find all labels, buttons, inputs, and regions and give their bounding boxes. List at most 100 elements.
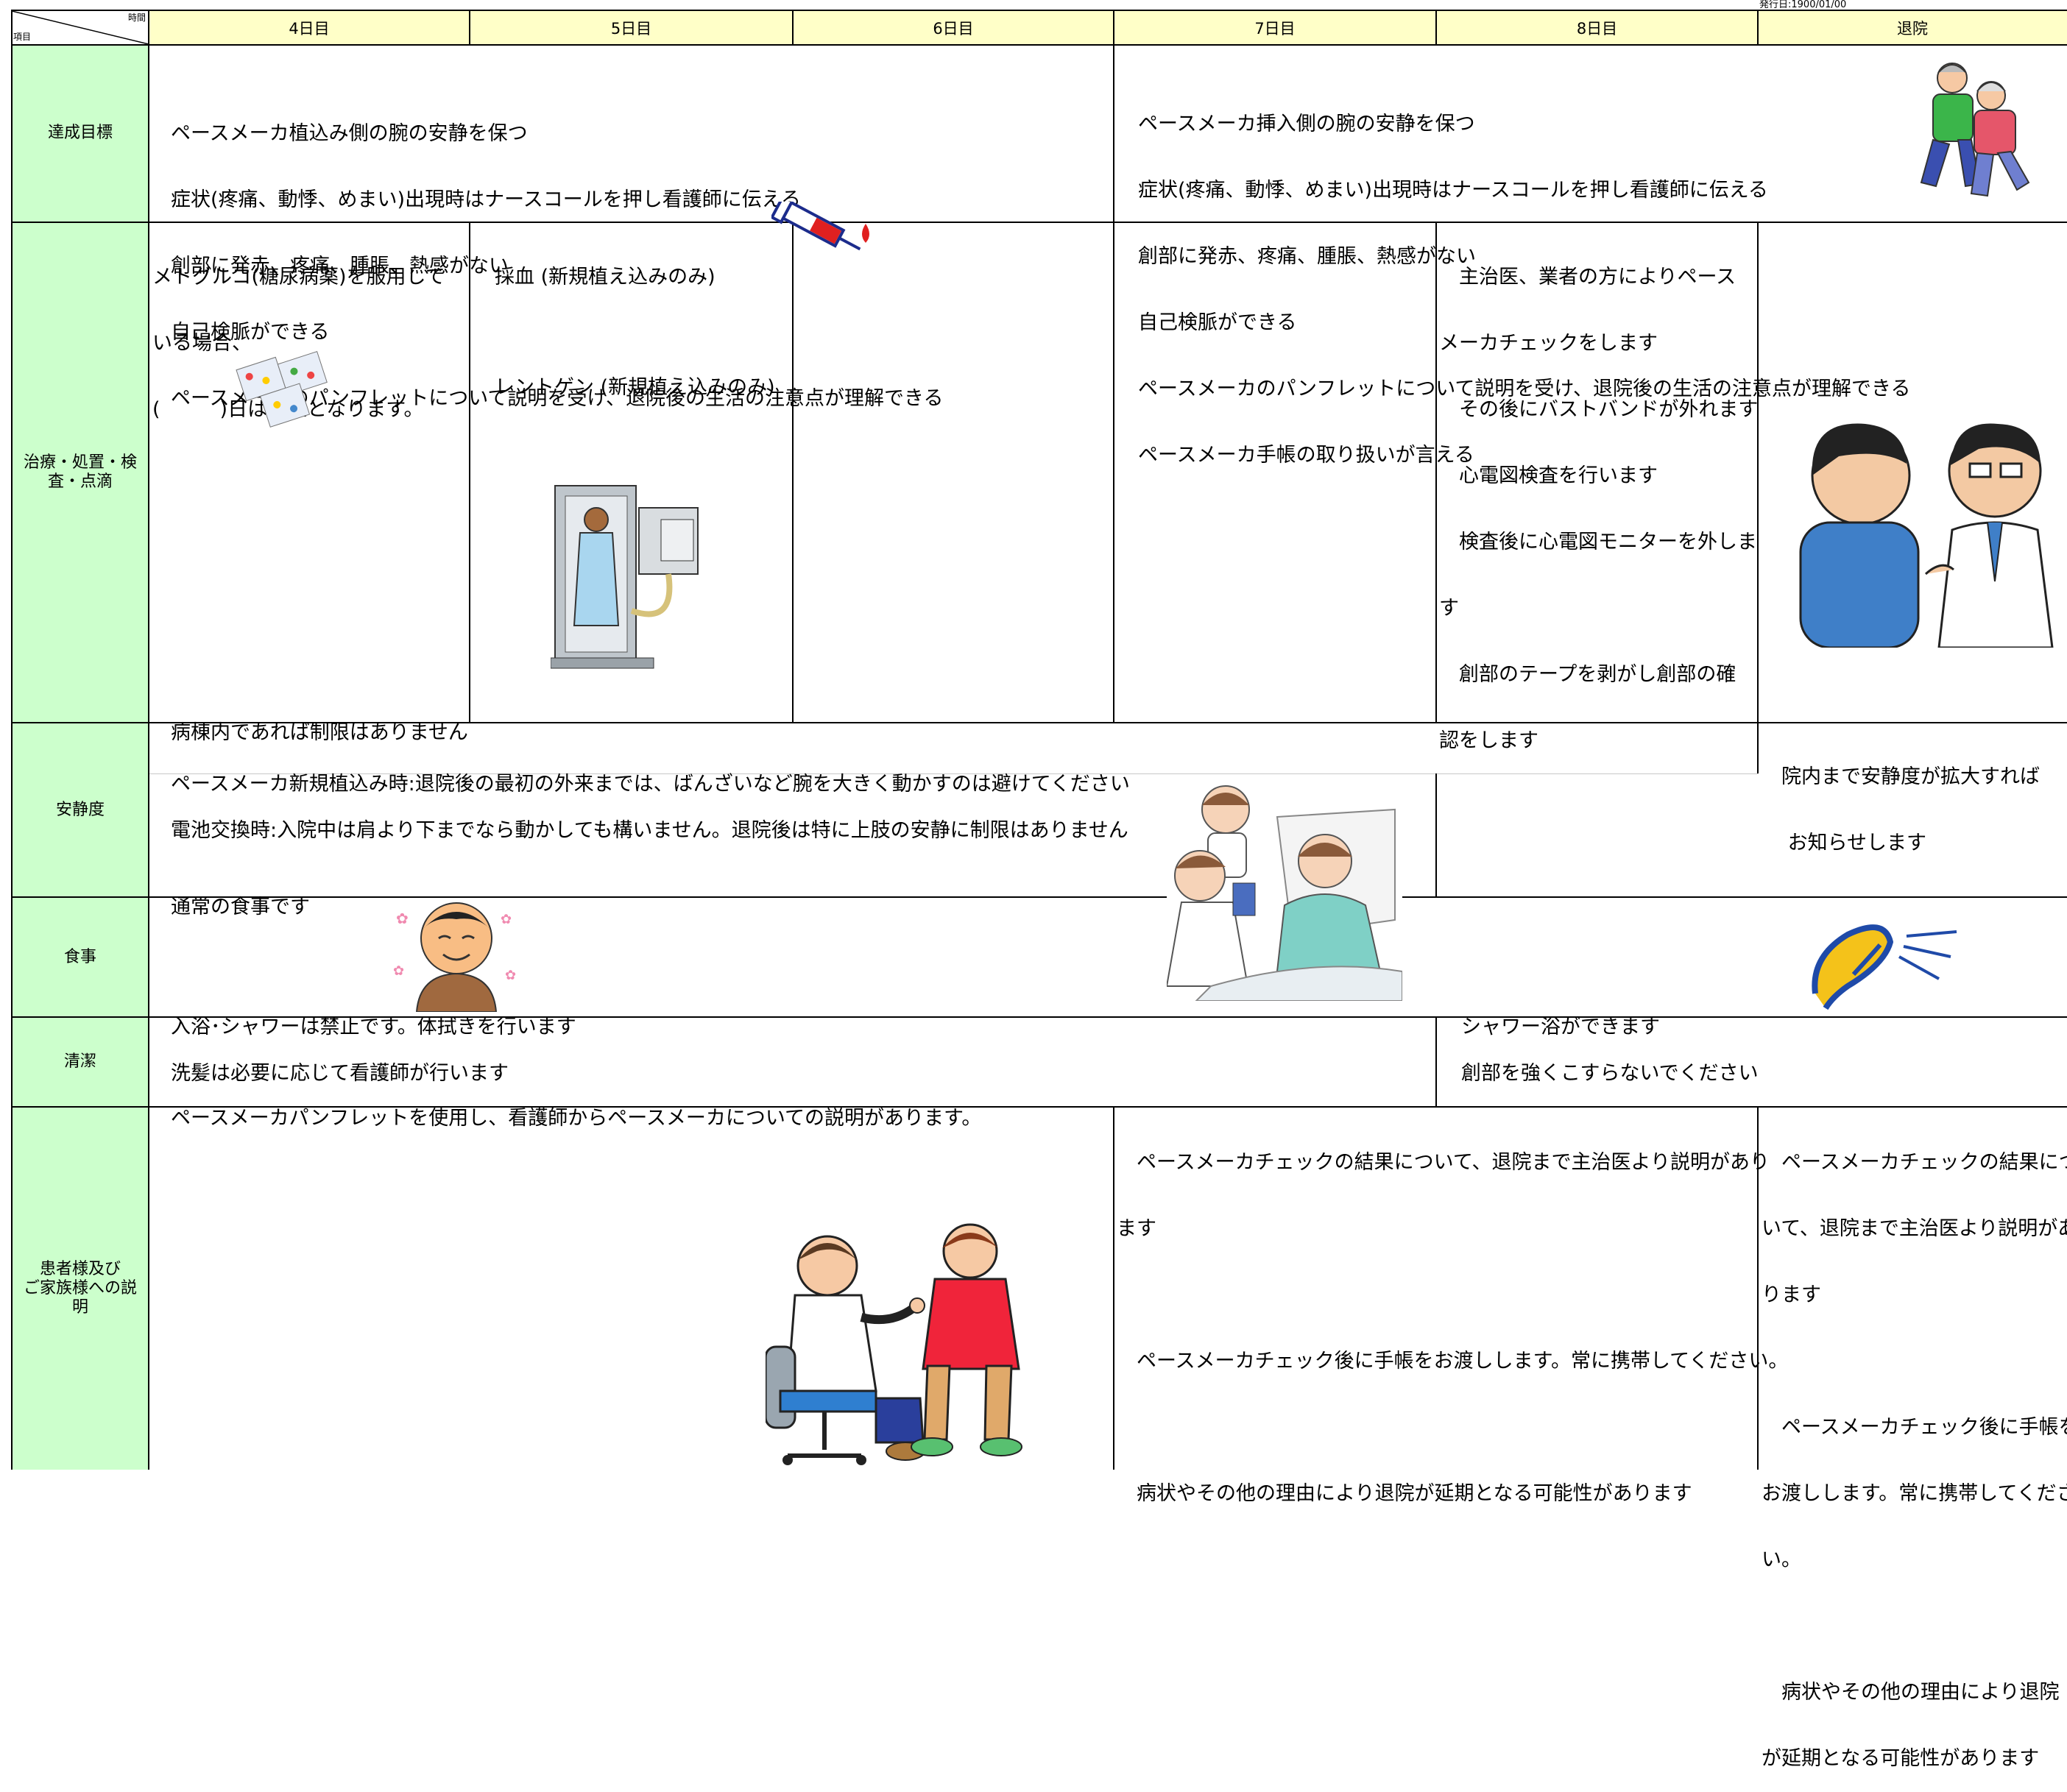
grid-line bbox=[12, 896, 2067, 898]
text-line: 症状(疼痛、動悸、めまい)出現時はナースコールを押し看護師に伝える bbox=[1138, 179, 1768, 202]
text-line: い。 bbox=[1762, 1548, 1801, 1571]
svg-text:✿: ✿ bbox=[501, 912, 512, 927]
svg-text:✿: ✿ bbox=[396, 910, 409, 927]
column-header-label: 8日目 bbox=[1576, 19, 1618, 38]
row-label-text: 食事 bbox=[63, 947, 96, 966]
column-header-label: 退院 bbox=[1897, 19, 1928, 38]
grid-line bbox=[469, 10, 470, 45]
grid-line bbox=[149, 773, 1758, 774]
text-line: ​ bbox=[1117, 1284, 1788, 1306]
explain-discharge-text: ペースメーカチェックの結果につ いて、退院まで主治医より説明があ ります ​ ペ… bbox=[1762, 1108, 2067, 1792]
text-line: いて、退院まで主治医より説明があ bbox=[1762, 1217, 2067, 1240]
grid-line bbox=[1435, 1016, 1437, 1106]
corner-cell: 時間 項目 bbox=[12, 11, 149, 44]
hygiene-left2: 洗髪は必要に応じて看護師が行います bbox=[171, 1062, 509, 1085]
row-label-treatment: 治療・処置・検査・点滴 bbox=[12, 223, 149, 722]
row-label-explain: 患者様及びご家族様への説明 bbox=[12, 1108, 149, 1470]
text-line: 認をします bbox=[1439, 729, 1538, 752]
svg-text:✿: ✿ bbox=[393, 963, 404, 979]
grid-line bbox=[469, 222, 470, 722]
rest-line1: 病棟内であれば制限はありません bbox=[171, 721, 468, 744]
eating-person-illustration: ✿ ✿ ✿ ✿ bbox=[393, 902, 516, 1012]
text-line: メトグルコ(糖尿病薬)を服用して bbox=[152, 266, 445, 288]
row-label-meal: 食事 bbox=[12, 898, 149, 1016]
text-line: ペースメーカ挿入側の腕の安静を保つ bbox=[1138, 113, 1475, 135]
text-line: ペースメーカチェックの結果について、退院まで主治医より説明があり bbox=[1117, 1151, 1770, 1174]
text-line: いる場合、 bbox=[152, 332, 252, 355]
text-line: お渡しします。常に携帯してくださ bbox=[1762, 1482, 2067, 1505]
grid-line bbox=[1113, 10, 1114, 722]
text-line: レントゲン (新規植え込みのみ) bbox=[495, 376, 775, 399]
text-line: 自己検脈ができる bbox=[1138, 311, 1297, 334]
explain-mid-text: ペースメーカチェックの結果について、退院まで主治医より説明があり ます ​ ペー… bbox=[1117, 1108, 1788, 1527]
grid-line bbox=[12, 222, 2067, 223]
text-line: お知らせします bbox=[1781, 832, 1927, 854]
text-line: ます bbox=[1117, 1217, 1156, 1240]
text-line: 主治医、業者の方によりペース bbox=[1439, 266, 1736, 288]
text-line: ペースメーカチェックの結果につ bbox=[1762, 1151, 2067, 1174]
column-header-label: 4日目 bbox=[289, 19, 330, 38]
goals-right-text: ペースメーカ挿入側の腕の安静を保つ 症状(疼痛、動悸、めまい)出現時はナースコー… bbox=[1138, 69, 1911, 489]
text-line: 病状やその他の理由により退院 bbox=[1762, 1681, 2060, 1704]
hygiene-right1: シャワー浴ができます bbox=[1461, 1016, 1660, 1038]
column-header-label: 6日目 bbox=[933, 19, 974, 38]
text-line: 検査後に心電図モニターを外しま bbox=[1439, 531, 1757, 553]
grid-line bbox=[1757, 1106, 1759, 1470]
grid-line bbox=[1757, 10, 1759, 45]
issue-date: 発行日:1900/01/00 bbox=[1759, 0, 1847, 10]
column-header-day5: 5日目 bbox=[470, 11, 793, 44]
column-header-discharge: 退院 bbox=[1758, 11, 2067, 44]
row-label-line: 患者様及び bbox=[39, 1260, 121, 1278]
text-line: 創部に発赤、疼痛、腫脹、熱感がない bbox=[1138, 245, 1476, 268]
text-line: ペースメーカチェック後に手帳をお渡しします。常に携帯してください。 bbox=[1117, 1350, 1789, 1373]
grid-line bbox=[1435, 10, 1437, 45]
grid-line bbox=[148, 10, 149, 1470]
column-header-label: 7日目 bbox=[1254, 19, 1296, 38]
hygiene-left1: 入浴･シャワーは禁止です。体拭きを行います bbox=[171, 1016, 576, 1038]
grid-line bbox=[1435, 222, 1437, 722]
text-line: 病状やその他の理由により退院が延期となる可能性があります bbox=[1117, 1482, 1692, 1505]
syringe-icon bbox=[771, 202, 869, 251]
grid-line bbox=[12, 10, 2067, 11]
elderly-couple-illustration bbox=[1920, 63, 2030, 197]
row-label-text: 清潔 bbox=[63, 1052, 96, 1071]
corner-diagonal bbox=[12, 11, 149, 44]
text-line: 院内まで安静度が拡大すれば bbox=[1781, 765, 2040, 788]
text-line: が延期となる可能性があります bbox=[1762, 1747, 2040, 1770]
rest-line3: 電池交換時:入院中は肩より下までなら動かしても構いません。退院後は特に上肢の安静… bbox=[171, 819, 1128, 842]
row-label-rest: 安静度 bbox=[12, 723, 149, 896]
row-label-line: ご家族様への説 bbox=[23, 1279, 137, 1297]
row-label-line: 治療・処置・検 bbox=[23, 453, 137, 472]
meal-text: 通常の食事です bbox=[171, 896, 310, 918]
text-line: 創部に発赤、疼痛、腫脹、熱感がない bbox=[171, 255, 509, 277]
text-line: ペースメーカ植込み側の腕の安静を保つ bbox=[171, 122, 528, 145]
row-label-line: 明 bbox=[71, 1298, 88, 1317]
text-line: ​ bbox=[1117, 1417, 1788, 1439]
treatment-day4-text: メトグルコ(糖尿病薬)を服用して いる場合、 ( )日は中止となります。 bbox=[152, 222, 445, 443]
hygiene-right2: 創部を強くこすらないでください bbox=[1461, 1062, 1759, 1085]
corner-time-label: 時間 bbox=[127, 13, 146, 23]
medicine-pills-illustration bbox=[236, 351, 328, 428]
text-line: 症状(疼痛、動悸、めまい)出現時はナースコールを押し看護師に伝える bbox=[171, 188, 801, 211]
text-line: 自己検脈ができる bbox=[171, 321, 330, 344]
column-header-day4: 4日目 bbox=[149, 11, 470, 44]
grid-line bbox=[11, 10, 13, 1470]
text-line: ペースメーカ手帳の取り扱いが言える bbox=[1138, 444, 1474, 467]
row-label-text: 安静度 bbox=[55, 800, 105, 819]
grid-line bbox=[1113, 1106, 1114, 1470]
row-label-hygiene: 清潔 bbox=[12, 1018, 149, 1106]
grid-line bbox=[1757, 222, 1759, 773]
text-line: す bbox=[1439, 597, 1459, 620]
text-line: ​ bbox=[1762, 1615, 2067, 1637]
text-line: 創部のテープを剥がし創部の確 bbox=[1439, 663, 1736, 686]
column-header-day7: 7日目 bbox=[1114, 11, 1436, 44]
rest-line2: ペースメーカ新規植込み時:退院後の最初の外来までは、ばんざいなど腕を大きく動かす… bbox=[171, 773, 1130, 796]
grid-line bbox=[792, 10, 794, 45]
row-label-line: 査・点滴 bbox=[47, 472, 113, 491]
text-line: ​ bbox=[1762, 1350, 2067, 1373]
rest-discharge-text: 院内まで安静度が拡大すれば お知らせします bbox=[1781, 722, 2040, 876]
text-line: ペースメーカチェック後に手帳を bbox=[1762, 1416, 2067, 1439]
row-label-goals: 達成目標 bbox=[12, 45, 149, 222]
text-line: ( )日は中止となります。 bbox=[152, 398, 424, 421]
corner-item-label: 項目 bbox=[13, 32, 32, 42]
